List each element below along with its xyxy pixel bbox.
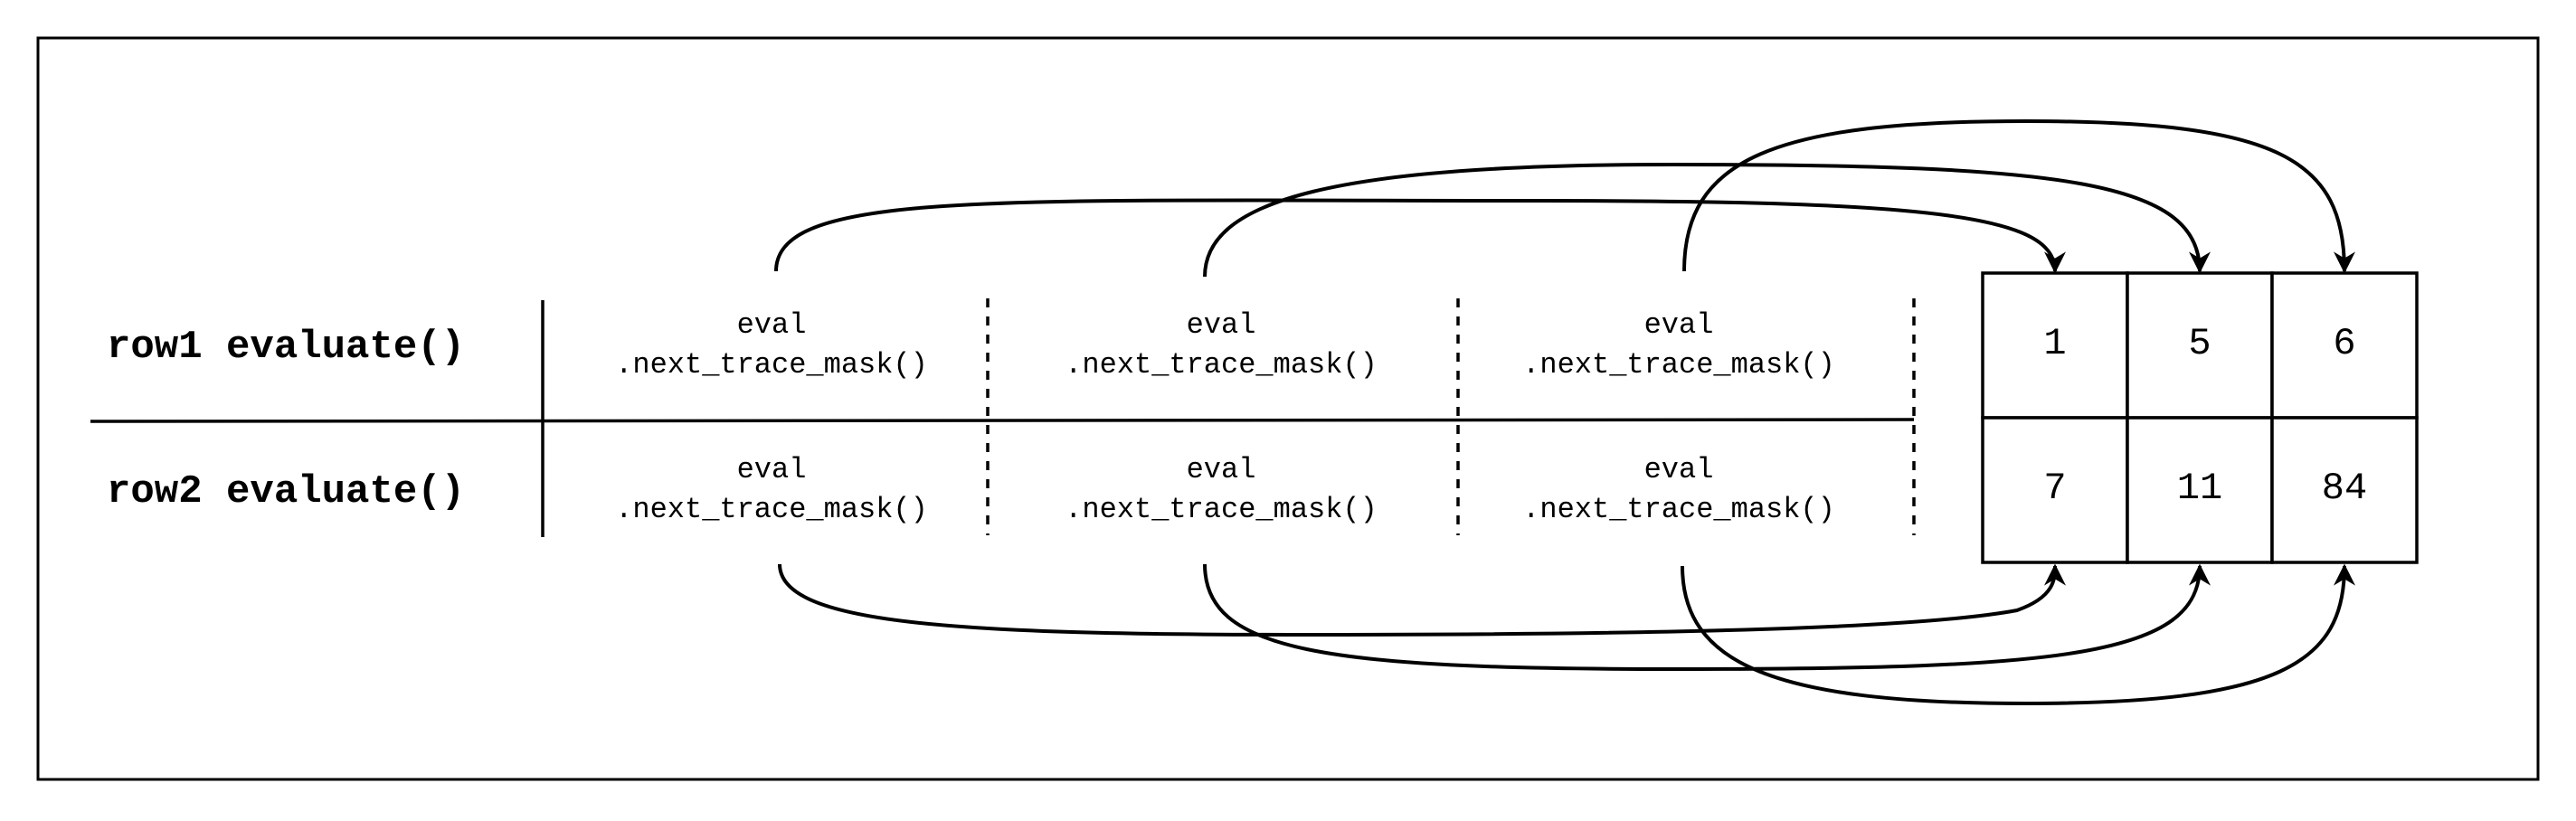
outer-frame: [36, 36, 2540, 781]
trace-cell: [2270, 416, 2419, 564]
trace-grid: 1 5 6 7 11 84: [1981, 271, 2419, 564]
arrow-row2-col1: [778, 563, 2066, 637]
next-trace-mask-label: .next_trace_mask(): [1065, 493, 1378, 526]
eval-cell: eval .next_trace_mask(): [615, 453, 928, 526]
trace-cell: [2126, 416, 2274, 564]
eval-cell: eval .next_trace_mask(): [1065, 453, 1378, 526]
eval-cell: eval .next_trace_mask(): [615, 308, 928, 382]
next-trace-mask-label: .next_trace_mask(): [1522, 493, 1835, 526]
eval-cell: eval .next_trace_mask(): [1065, 308, 1378, 382]
eval-label: eval: [737, 453, 807, 486]
next-trace-mask-label: .next_trace_mask(): [1065, 348, 1378, 382]
next-trace-mask-label: .next_trace_mask(): [1522, 348, 1835, 382]
eval-label: eval: [1644, 453, 1714, 486]
next-trace-mask-label: .next_trace_mask(): [615, 493, 928, 526]
next-trace-mask-label: .next_trace_mask(): [615, 348, 928, 382]
arrow-row1-col1: [774, 198, 2066, 274]
eval-label: eval: [737, 308, 807, 342]
row2-label: row2 evaluate(): [107, 469, 465, 514]
trace-cell: [2270, 271, 2419, 420]
arrow-row1-col2: [1203, 162, 2211, 278]
trace-value: 7: [2043, 467, 2066, 510]
trace-value: 84: [2322, 467, 2367, 510]
eval-cell: eval .next_trace_mask(): [1522, 308, 1835, 382]
arrow-row2-col3: [1681, 563, 2355, 706]
eval-label: eval: [1187, 453, 1256, 486]
trace-value: 1: [2043, 322, 2066, 365]
trace-value: 6: [2333, 322, 2355, 365]
arrow-row2-col2: [1203, 563, 2211, 672]
row-separator-line: [90, 418, 1915, 423]
trace-value: 11: [2177, 467, 2222, 510]
eval-cell: eval .next_trace_mask(): [1522, 453, 1835, 526]
trace-value: 5: [2188, 322, 2211, 365]
trace-cell: [1981, 416, 2129, 564]
arrow-row1-col3: [1682, 118, 2355, 274]
eval-label: eval: [1187, 308, 1256, 342]
eval-label: eval: [1644, 308, 1714, 342]
row1-label: row1 evaluate(): [107, 325, 465, 370]
trace-cell: [1981, 271, 2129, 420]
